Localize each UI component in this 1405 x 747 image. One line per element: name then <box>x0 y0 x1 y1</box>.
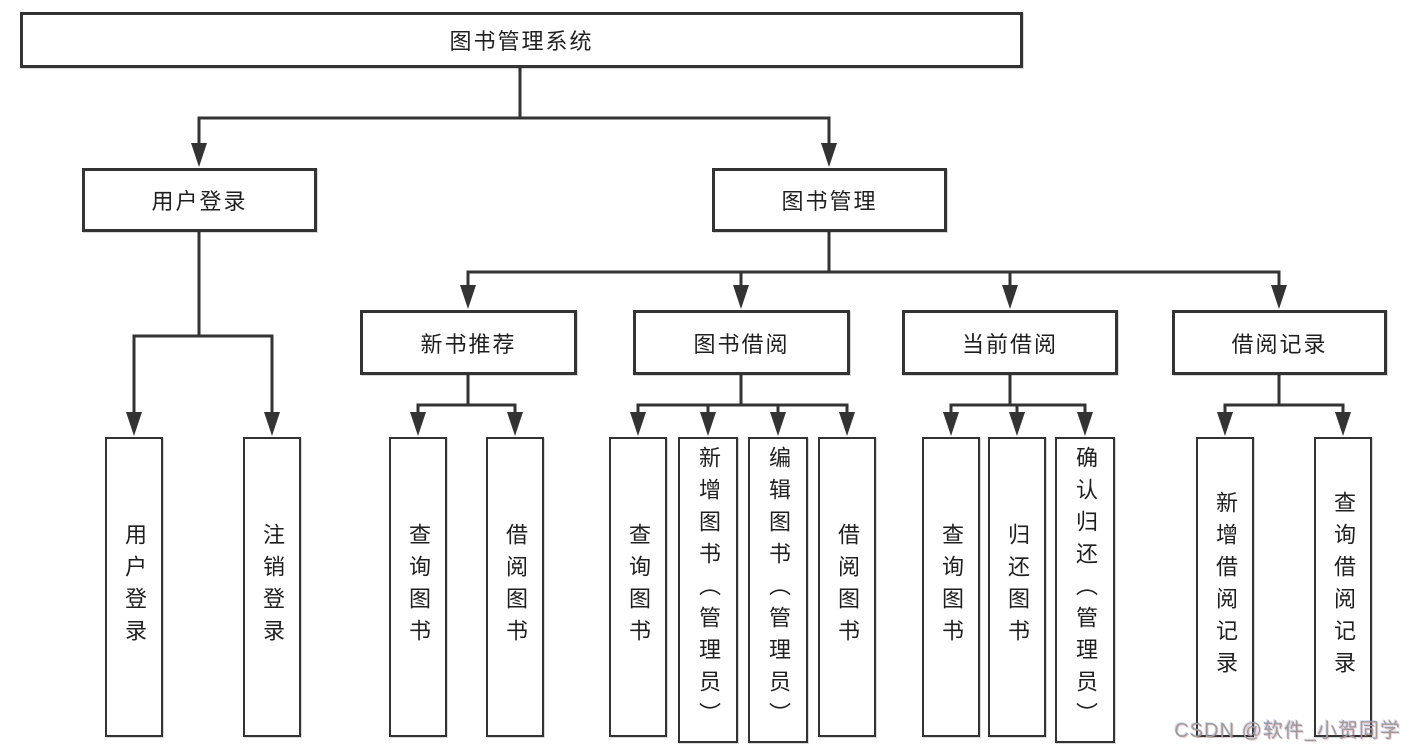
node-label: 归还图书 <box>1005 523 1030 651</box>
node-book-borrow: 图书借阅 <box>633 310 850 375</box>
node-label: 借阅图书 <box>835 523 860 651</box>
node-label: 新书推荐 <box>420 331 517 357</box>
leaf-add-books-admin: 新增图书（管理员） <box>678 437 738 743</box>
node-label: 图书借阅 <box>693 331 790 357</box>
node-label: 确认归还（管理员） <box>1073 446 1098 734</box>
node-label: 当前借阅 <box>961 331 1058 357</box>
node-new-book-recommend: 新书推荐 <box>360 310 577 375</box>
node-label: 借阅图书 <box>503 523 528 651</box>
node-label: 图书管理 <box>781 189 878 214</box>
node-library-management-system: 图书管理系统 <box>20 12 1023 68</box>
leaf-logout: 注销登录 <box>243 437 301 737</box>
leaf-borrow-books-recommend: 借阅图书 <box>486 437 544 737</box>
node-label: 查询借阅记录 <box>1331 491 1356 683</box>
leaf-query-books-current: 查询图书 <box>922 437 980 737</box>
leaf-add-borrow-record: 新增借阅记录 <box>1196 437 1254 737</box>
leaf-query-books-recommend: 查询图书 <box>389 437 447 737</box>
leaf-borrow-books: 借阅图书 <box>818 437 876 737</box>
node-label: 编辑图书（管理员） <box>766 446 791 734</box>
node-label: 查询图书 <box>626 523 651 651</box>
node-user-login: 用户登录 <box>82 168 317 232</box>
node-book-management: 图书管理 <box>712 168 947 232</box>
node-label: 新增借阅记录 <box>1213 491 1238 683</box>
node-label: 新增图书（管理员） <box>696 446 721 734</box>
node-label: 查询图书 <box>406 523 431 651</box>
node-current-borrow: 当前借阅 <box>902 310 1118 375</box>
leaf-confirm-return-admin: 确认归还（管理员） <box>1055 437 1115 743</box>
watermark: CSDN @软件_小贺同学 <box>1174 720 1401 742</box>
leaf-query-borrow-record: 查询借阅记录 <box>1314 437 1372 737</box>
leaf-user-login: 用户登录 <box>105 437 163 737</box>
node-label: 图书管理系统 <box>449 29 594 54</box>
leaf-edit-books-admin: 编辑图书（管理员） <box>748 437 808 743</box>
node-label: 注销登录 <box>260 523 285 651</box>
leaf-query-books-borrow: 查询图书 <box>609 437 667 737</box>
leaf-return-books: 归还图书 <box>988 437 1046 737</box>
node-borrow-records: 借阅记录 <box>1172 310 1387 375</box>
node-label: 用户登录 <box>122 523 147 651</box>
node-label: 用户登录 <box>151 189 248 214</box>
node-label: 借阅记录 <box>1231 331 1328 357</box>
node-label: 查询图书 <box>939 523 964 651</box>
